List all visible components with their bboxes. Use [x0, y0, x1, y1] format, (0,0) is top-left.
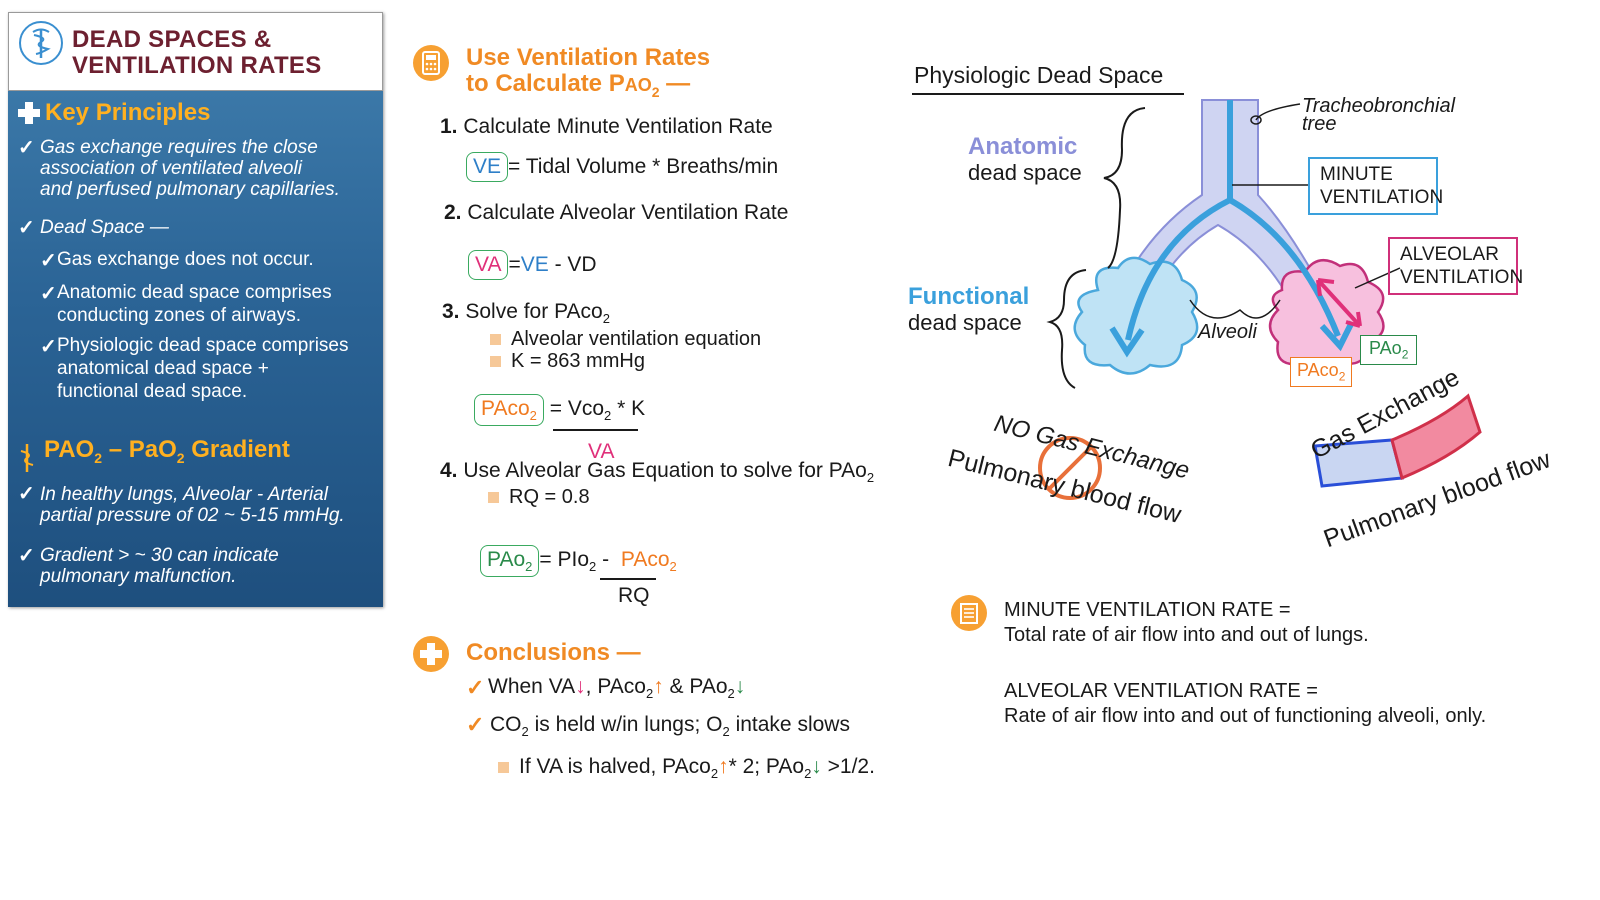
check-icon: ✓ — [18, 483, 35, 505]
check-icon: ✓ — [466, 712, 485, 737]
step-4: 4. Use Alveolar Gas Equation to solve fo… — [440, 459, 875, 486]
minute-ventilation-box: MINUTE VENTILATION — [1308, 157, 1443, 215]
sub-principle-3: Physiologic dead space comprises anatomi… — [57, 335, 349, 402]
alveolar-ventilation-box: ALVEOLAR VENTILATION — [1388, 237, 1523, 295]
check-icon: ✓ — [18, 137, 35, 159]
tracheobronchial-label: Tracheobronchial tree — [1302, 95, 1456, 135]
calc-heading: Use Ventilation Rates to Calculate PAO2 … — [466, 44, 711, 100]
blood-vessel-oxygenated — [1390, 393, 1482, 481]
note-minute-ventilation: MINUTE VENTILATION RATE = Total rate of … — [1004, 599, 1369, 646]
summary-panel: DEAD SPACES & VENTILATION RATES Key Prin… — [8, 12, 383, 607]
gradient-heading: PAO2 – PaO2 Gradient — [44, 436, 290, 466]
equation-rq-denominator: RQ — [618, 584, 650, 607]
fraction-bar — [600, 578, 656, 580]
page-title: DEAD SPACES & VENTILATION RATES — [72, 26, 322, 79]
equation-minute-ventilation: VE= Tidal Volume * Breaths/min — [466, 152, 778, 182]
plus-icon — [17, 101, 41, 130]
check-icon: ✓ — [18, 545, 35, 567]
caduceus-small-icon — [18, 443, 36, 478]
title-box: DEAD SPACES & VENTILATION RATES — [8, 12, 383, 91]
conclusion-1: When VA↓, PAco2↑ & PAo2↓ — [488, 675, 746, 702]
conclusion-2: CO2 is held w/in lungs; O2 intake slows — [490, 713, 850, 740]
equation-alveolar-ventilation: VA=VE - VD — [468, 250, 597, 280]
caduceus-logo-icon — [19, 21, 63, 65]
calculator-icon — [413, 45, 449, 81]
step-3: 3. Solve for PAco2 — [442, 300, 610, 327]
conclusion-3: If VA is halved, PAco2↑* 2; PAo2↓ >1/2. — [498, 755, 875, 781]
plus-icon — [413, 636, 449, 672]
step-1: 1. Calculate Minute Ventilation Rate — [440, 115, 773, 138]
step-3-bullet-2: K = 863 mmHg — [490, 350, 645, 373]
gradient-item-1: In healthy lungs, Alveolar - Arterial pa… — [40, 484, 345, 526]
anatomic-dead-space-label: Anatomic dead space — [968, 133, 1082, 186]
diagram-title: Physiologic Dead Space — [914, 62, 1164, 88]
va-symbol: VA — [468, 250, 509, 280]
note-alveolar-ventilation: ALVEOLAR VENTILATION RATE = Rate of air … — [1004, 680, 1487, 727]
principle-1: Gas exchange requires the close associat… — [40, 137, 340, 200]
sub-principle-2: Anatomic dead space comprises conducting… — [57, 282, 332, 326]
fraction-bar — [553, 429, 638, 431]
conclusions-heading: Conclusions — — [466, 639, 641, 666]
equation-paco2: PAco2 = Vco2 * K — [474, 394, 645, 427]
check-icon: ✓ — [18, 217, 35, 239]
paco2-label: PAco2 — [1290, 357, 1353, 387]
principle-2: Dead Space — — [40, 217, 169, 238]
key-principles-heading: Key Principles — [45, 99, 211, 126]
check-icon: ✓ — [40, 250, 57, 272]
step-2: 2. Calculate Alveolar Ventilation Rate — [444, 201, 789, 224]
step-4-bullet-1: RQ = 0.8 — [488, 486, 590, 509]
equation-alveolar-gas: PAo2= PIo2 - PAco2 — [480, 545, 677, 578]
sub-principle-1: Gas exchange does not occur. — [57, 249, 314, 270]
check-icon: ✓ — [40, 283, 57, 305]
check-icon: ✓ — [40, 336, 57, 358]
no-symbol-icon — [1038, 436, 1102, 500]
ve-symbol: VE — [466, 152, 509, 182]
pao2-label: PAo2 — [1360, 335, 1418, 365]
gradient-item-2: Gradient > ~ 30 can indicate pulmonary m… — [40, 545, 279, 587]
key-principles-box: Key Principles ✓ Gas exchange requires t… — [8, 91, 383, 607]
alveoli-label: Alveoli — [1198, 321, 1257, 343]
check-icon: ✓ — [466, 675, 485, 700]
title-underline — [912, 93, 1184, 95]
step-3-bullet-1: Alveolar ventilation equation — [490, 328, 761, 351]
equation-paco2-denominator: VA — [588, 440, 615, 463]
functional-dead-space-label: Functional dead space — [908, 283, 1030, 336]
notes-icon — [951, 595, 987, 631]
